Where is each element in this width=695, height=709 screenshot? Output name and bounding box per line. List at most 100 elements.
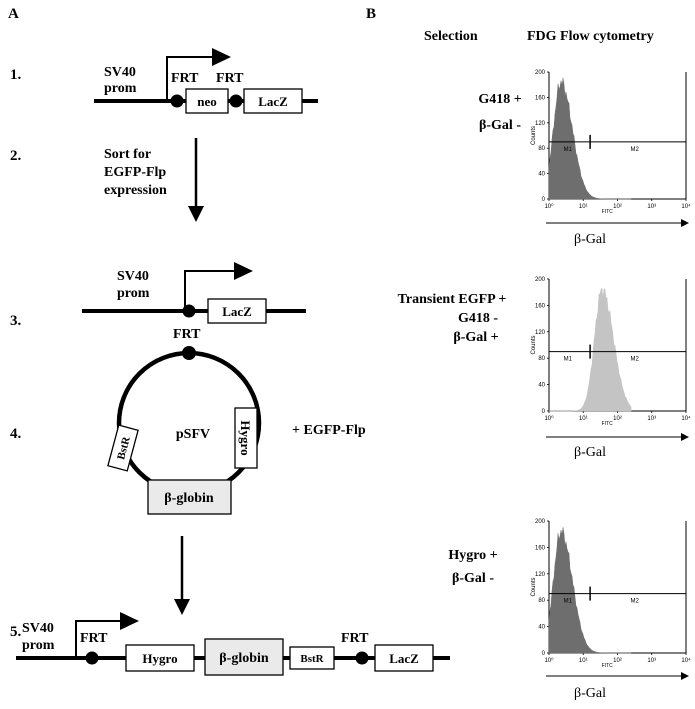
gate-m2-label: M2 — [630, 357, 639, 363]
y-tick-label: 0 — [542, 651, 546, 657]
x-tick-label: 10³ — [647, 204, 656, 210]
y-tick-label: 40 — [538, 383, 545, 389]
y-axis-label: Counts — [531, 577, 537, 596]
frt-site — [229, 94, 243, 108]
construct-step-3: SV40 prom LacZ FRT — [82, 262, 306, 342]
x-tick-label: 10¹ — [579, 658, 588, 664]
beta-gal-axis-arrowhead — [681, 219, 689, 227]
plasmid-psfv: pSFV Hygro BstR β-globin + EGFP-Flp — [107, 346, 366, 515]
plus-egfp-flp-label: + EGFP-Flp — [292, 423, 366, 438]
sort-text-line2: EGFP-Flp — [104, 165, 166, 180]
selection-text: Transient EGFP + — [398, 292, 507, 307]
step-2-label: 2. — [10, 148, 22, 164]
x-tick-label: 10⁴ — [681, 203, 691, 210]
selection-text: β-Gal - — [452, 571, 494, 586]
x-tick-label: 10⁰ — [544, 415, 554, 422]
frt-site — [355, 651, 369, 665]
histogram-distribution — [548, 527, 632, 654]
selection-header: Selection — [424, 29, 478, 44]
flow-cytometry-header: FDG Flow cytometry — [527, 29, 654, 44]
psfv-label: pSFV — [176, 427, 210, 442]
y-tick-label: 40 — [538, 172, 545, 178]
y-tick-label: 200 — [535, 277, 546, 283]
prom-label: prom — [104, 81, 137, 96]
sv40-label: SV40 — [117, 269, 149, 284]
step-5-label: 5. — [10, 624, 22, 640]
x-axis-label: FITC — [602, 663, 613, 669]
lacz-label: LacZ — [222, 304, 252, 319]
beta-gal-axis-caption: β-Gal — [574, 686, 606, 701]
x-tick-label: 10⁰ — [544, 203, 554, 210]
frt-site — [85, 651, 99, 665]
promoter-arrow — [184, 270, 234, 311]
construct-step-5: SV40 prom FRT Hygro β-globin BstR FRT La… — [16, 612, 450, 676]
flow-histograms: 200 160 120 80 40 0 Counts 10⁰ 10¹ 10² 10³ 10⁴ FITC M… — [531, 70, 691, 701]
y-tick-label: 160 — [535, 545, 546, 551]
promoter-arrowhead — [234, 262, 253, 280]
y-axis-label: Counts — [531, 335, 537, 354]
promoter-arrow — [166, 56, 212, 101]
y-tick-label: 200 — [535, 519, 546, 525]
sort-text-line3: expression — [104, 183, 167, 198]
hygro-label: Hygro — [238, 420, 253, 455]
beta-globin-box — [147, 479, 232, 515]
step-4-label: 4. — [10, 426, 22, 442]
gate-m2-label: M2 — [630, 147, 639, 153]
beta-gal-axis-caption: β-Gal — [574, 445, 606, 460]
neo-box — [185, 88, 229, 114]
bstr-label: BstR — [300, 653, 324, 665]
selection-row-2: Transient EGFP + G418 - β-Gal + — [398, 292, 507, 345]
beta-gal-axis-arrowhead — [681, 433, 689, 441]
lacz-box — [374, 644, 434, 672]
x-tick-label: 10² — [613, 416, 622, 422]
gate-m2-label: M2 — [630, 599, 639, 605]
arrow-down-head — [174, 599, 190, 615]
beta-gal-axis-caption: β-Gal — [574, 232, 606, 247]
y-tick-label: 160 — [535, 95, 546, 101]
gate-m1-label: M1 — [564, 357, 573, 363]
y-tick-label: 80 — [538, 598, 545, 604]
prom-label: prom — [117, 286, 150, 301]
x-tick-label: 10¹ — [579, 204, 588, 210]
x-tick-label: 10¹ — [579, 416, 588, 422]
histogram-distribution — [548, 78, 632, 200]
frt-site — [182, 346, 196, 360]
bstr-box — [289, 646, 335, 670]
x-tick-label: 10⁴ — [681, 657, 691, 664]
y-tick-label: 120 — [535, 121, 546, 127]
bstr-box: BstR — [107, 424, 139, 472]
panel-b: B Selection FDG Flow cytometry G418 + β-… — [366, 6, 691, 701]
y-tick-label: 120 — [535, 572, 546, 578]
y-tick-label: 200 — [535, 70, 546, 76]
frt-label: FRT — [171, 71, 199, 86]
lacz-label: LacZ — [258, 94, 288, 109]
promoter-arrow — [75, 620, 120, 658]
selection-text: β-Gal + — [453, 330, 498, 345]
gate-m1-label: M1 — [564, 147, 573, 153]
beta-globin-box — [204, 638, 284, 676]
histogram-distribution — [549, 287, 632, 412]
x-tick-label: 10⁰ — [544, 657, 554, 664]
frt-label: FRT — [216, 71, 244, 86]
y-tick-label: 80 — [538, 146, 545, 152]
panel-a-label: A — [8, 6, 19, 22]
arrow-down-head — [188, 206, 204, 222]
selection-text: G418 + — [478, 92, 521, 107]
step-1-label: 1. — [10, 67, 22, 83]
x-tick-label: 10³ — [647, 658, 656, 664]
x-tick-label: 10³ — [647, 416, 656, 422]
x-axis-label: FITC — [602, 209, 613, 215]
promoter-arrowhead — [212, 48, 231, 66]
beta-globin-label: β-globin — [219, 651, 269, 666]
x-tick-label: 10² — [613, 204, 622, 210]
promoter-arrowhead — [120, 612, 139, 630]
selection-text: Hygro + — [448, 548, 497, 563]
y-axis-label: Counts — [531, 126, 537, 145]
y-tick-label: 40 — [538, 625, 545, 631]
selection-text: β-Gal - — [479, 118, 521, 133]
sv40-label: SV40 — [104, 65, 136, 80]
sort-text-line1: Sort for — [104, 147, 151, 162]
